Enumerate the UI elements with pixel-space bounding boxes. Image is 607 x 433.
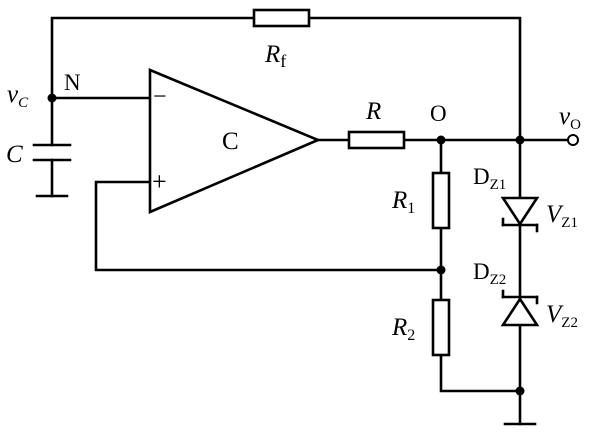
junction-output-zener [515, 135, 525, 145]
capacitor-symbol [32, 143, 72, 162]
label-rf: Rf [264, 41, 286, 71]
wire-noninv-to-divider [94, 180, 443, 272]
resistor-r1-symbol [431, 171, 451, 230]
label-comparator: C [222, 128, 239, 155]
junction-n [47, 93, 57, 103]
wire-r2-to-ground [439, 352, 522, 393]
label-node-n: N [64, 70, 81, 95]
label-capacitor: C [6, 141, 23, 168]
label-dz2: DZ2 [473, 259, 506, 288]
resistor-rf-symbol [252, 8, 311, 28]
label-dz1: DZ1 [473, 164, 506, 193]
resistor-r-symbol [347, 130, 406, 150]
junction-divider [436, 265, 446, 275]
label-r1: R1 [391, 187, 415, 217]
output-terminal [567, 134, 579, 146]
resistor-r2-symbol [431, 298, 451, 357]
junction-ground [515, 386, 525, 396]
label-node-o: O [430, 101, 447, 126]
wires [50, 16, 569, 426]
label-r2: R2 [391, 314, 415, 344]
junction-o [436, 135, 446, 145]
label-pin-inverting: − [153, 84, 167, 110]
wire-feedback-right [307, 16, 522, 142]
label-vz1: VZ1 [546, 201, 578, 231]
label-vz2: VZ2 [546, 301, 578, 331]
comparator-symbol [148, 68, 322, 214]
label-vc: vC [7, 81, 29, 111]
label-r: R [365, 98, 381, 125]
zener-dz1-symbol [500, 196, 540, 233]
label-pin-noninverting: + [152, 167, 167, 196]
zener-dz2-symbol [500, 289, 540, 327]
wire-feedback-left [50, 16, 256, 100]
label-vo: vO [559, 103, 581, 133]
